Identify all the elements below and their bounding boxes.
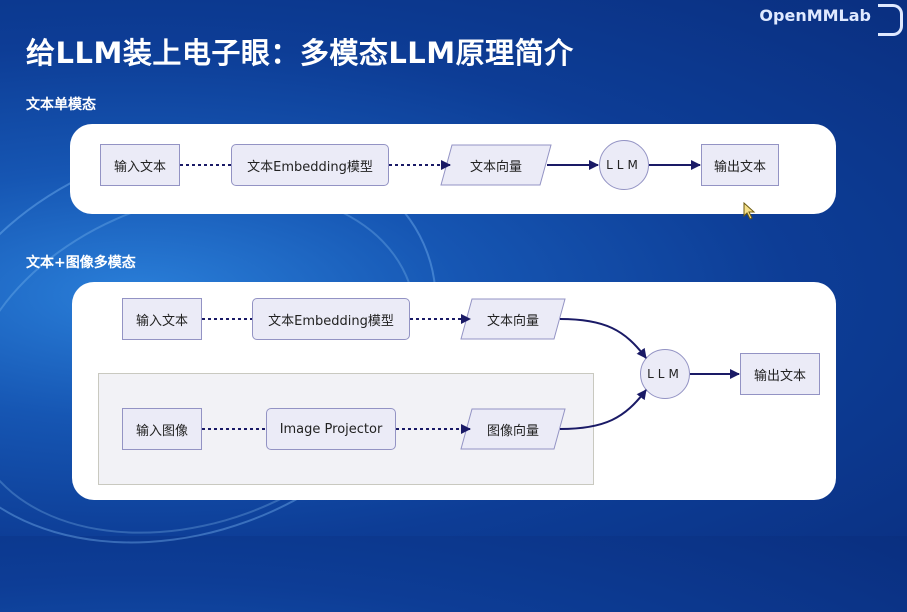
- node-input-image: 输入图像: [122, 408, 202, 450]
- brand-logo-text: OpenMMLab: [759, 6, 871, 25]
- node-text-embedding-model: 文本Embedding模型: [231, 144, 389, 186]
- node-text-embedding-model: 文本Embedding模型: [252, 298, 410, 340]
- node-image-vector: 图像向量: [460, 408, 566, 450]
- node-llm: LLM: [599, 140, 649, 190]
- node-output-text: 输出文本: [740, 353, 820, 395]
- section-label-multimodal: 文本+图像多模态: [26, 255, 136, 271]
- node-text-vector: 文本向量: [440, 144, 552, 186]
- mouse-cursor-icon: [743, 202, 756, 220]
- diagram-edges: [180, 160, 740, 434]
- node-input-text: 输入文本: [122, 298, 202, 340]
- brand-logo-icon: [878, 4, 903, 36]
- node-llm: LLM: [640, 349, 690, 399]
- node-input-text: 输入文本: [100, 144, 180, 186]
- section-label-text-only: 文本单模态: [26, 97, 96, 113]
- node-text-vector: 文本向量: [460, 298, 566, 340]
- edge-text-vector-to-llm: [559, 318, 647, 359]
- node-image-projector: Image Projector: [266, 408, 396, 450]
- page-title: 给LLM装上电子眼：多模态LLM原理简介: [26, 36, 574, 70]
- node-output-text: 输出文本: [701, 144, 779, 186]
- edge-image-vector-to-llm: [559, 389, 647, 430]
